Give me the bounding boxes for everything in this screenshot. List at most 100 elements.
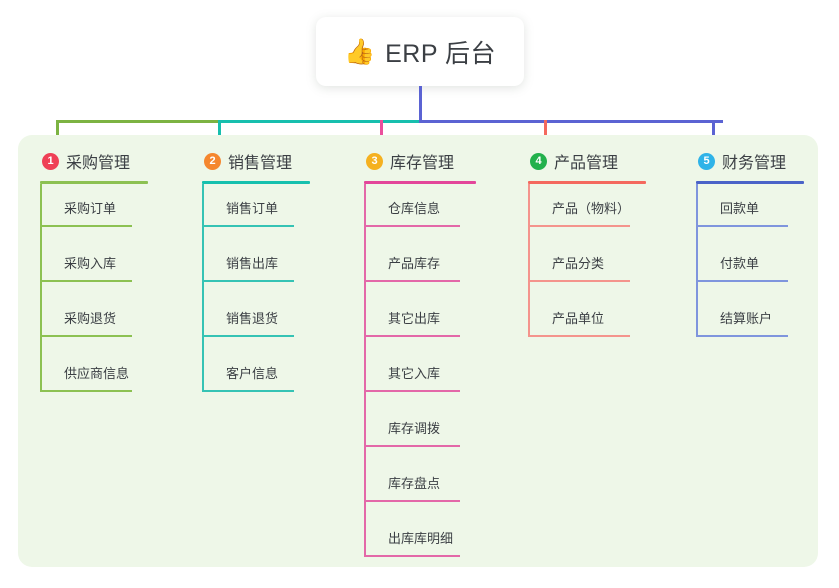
- leaf-node[interactable]: 回款单: [696, 184, 831, 239]
- leaf-node-label: 销售订单: [226, 201, 279, 216]
- branch-header-4[interactable]: 4 产品管理: [528, 144, 693, 178]
- leaf-node[interactable]: 采购退货: [40, 294, 190, 349]
- leaf-node[interactable]: 其它出库: [364, 294, 514, 349]
- connector-drop-4: [544, 120, 547, 146]
- connector-drop-2: [218, 120, 221, 146]
- connector-drop-1: [56, 120, 59, 146]
- leaf-node-label: 采购入库: [64, 256, 117, 271]
- leaf-node[interactable]: 销售出库: [202, 239, 352, 294]
- leaf-node-label: 库存调拨: [388, 421, 441, 436]
- leaf-node-label: 出库库明细: [388, 531, 454, 546]
- leaf-node-underline: [40, 390, 132, 392]
- branch-column-4: 4 产品管理产品（物料） 产品分类产品单位: [528, 144, 693, 349]
- leaf-node-underline: [696, 335, 788, 337]
- leaf-node-underline: [696, 225, 788, 227]
- connector-drop-5: [712, 120, 715, 146]
- leaf-node[interactable]: 销售订单: [202, 184, 352, 239]
- leaf-node-underline: [364, 445, 460, 447]
- branch-items-2: 销售订单销售出库销售退货客户信息: [202, 184, 352, 404]
- leaf-node-label: 仓库信息: [388, 201, 441, 216]
- branch-column-5: 5 财务管理回款单付款单结算账户: [696, 144, 831, 349]
- connector-bar-left: [56, 120, 218, 123]
- branch-items-3: 仓库信息产品库存其它出库其它入库库存调拨库存盘点出库库明细: [364, 184, 514, 569]
- branch-header-2[interactable]: 2 销售管理: [202, 144, 352, 178]
- leaf-node-underline: [696, 280, 788, 282]
- connector-bar-right: [419, 120, 723, 123]
- branch-column-3: 3 库存管理仓库信息产品库存其它出库其它入库库存调拨库存盘点出库库明细: [364, 144, 514, 569]
- root-stem-line: [419, 86, 422, 123]
- root-node-title: ERP 后台: [385, 39, 497, 68]
- branch-underline-1: [40, 181, 148, 184]
- branch-badge-5: 5: [698, 152, 715, 170]
- leaf-node-label: 产品库存: [388, 256, 441, 271]
- leaf-node-label: 供应商信息: [64, 366, 130, 381]
- branch-items-1: 采购订单采购入库采购退货供应商信息: [40, 184, 190, 404]
- leaf-node[interactable]: 库存调拨: [364, 404, 514, 459]
- leaf-node[interactable]: 产品库存: [364, 239, 514, 294]
- leaf-node[interactable]: 其它入库: [364, 349, 514, 404]
- branch-spine-4: [528, 184, 530, 337]
- branch-underline-3: [364, 181, 476, 184]
- branch-spine-2: [202, 184, 204, 392]
- thumbs-up-icon: 👍: [343, 37, 376, 66]
- branch-header-5[interactable]: 5 财务管理: [696, 144, 831, 178]
- leaf-node-label: 产品单位: [552, 311, 605, 326]
- leaf-node-underline: [528, 225, 630, 227]
- leaf-node-label: 库存盘点: [388, 476, 441, 491]
- branch-title-4: 产品管理: [554, 155, 619, 172]
- leaf-node[interactable]: 供应商信息: [40, 349, 190, 404]
- branch-spine-5: [696, 184, 698, 337]
- leaf-node[interactable]: 采购订单: [40, 184, 190, 239]
- leaf-node-underline: [364, 225, 460, 227]
- branch-spine-1: [40, 184, 42, 392]
- connector-drop-3: [380, 120, 383, 146]
- root-node-card[interactable]: 👍 ERP 后台: [316, 17, 524, 86]
- leaf-node[interactable]: 采购入库: [40, 239, 190, 294]
- branch-badge-2: 2: [204, 152, 221, 170]
- leaf-node-underline: [202, 225, 294, 227]
- leaf-node-underline: [202, 390, 294, 392]
- branch-title-3: 库存管理: [390, 155, 455, 172]
- leaf-node[interactable]: 产品单位: [528, 294, 693, 349]
- leaf-node[interactable]: 出库库明细: [364, 514, 514, 569]
- leaf-node-underline: [202, 280, 294, 282]
- leaf-node[interactable]: 产品（物料）: [528, 184, 693, 239]
- leaf-node-label: 其它出库: [388, 311, 441, 326]
- branch-title-1: 采购管理: [66, 155, 131, 172]
- branch-title-2: 销售管理: [228, 155, 293, 172]
- branch-header-3[interactable]: 3 库存管理: [364, 144, 514, 178]
- leaf-node-underline: [364, 390, 460, 392]
- leaf-node-label: 产品分类: [552, 256, 605, 271]
- leaf-node-underline: [364, 335, 460, 337]
- leaf-node-label: 销售出库: [226, 256, 279, 271]
- leaf-node-underline: [364, 555, 460, 557]
- leaf-node[interactable]: 库存盘点: [364, 459, 514, 514]
- leaf-node[interactable]: 结算账户: [696, 294, 831, 349]
- leaf-node-underline: [40, 335, 132, 337]
- branch-items-4: 产品（物料） 产品分类产品单位: [528, 184, 693, 349]
- leaf-node[interactable]: 销售退货: [202, 294, 352, 349]
- branch-underline-2: [202, 181, 310, 184]
- leaf-node-underline: [364, 280, 460, 282]
- leaf-node-label: 采购退货: [64, 311, 117, 326]
- leaf-node-label: 其它入库: [388, 366, 441, 381]
- leaf-node-label: 付款单: [720, 256, 760, 271]
- leaf-node[interactable]: 产品分类: [528, 239, 693, 294]
- leaf-node-label: 产品（物料）: [552, 201, 631, 216]
- leaf-node-label: 客户信息: [226, 366, 279, 381]
- leaf-node-label: 结算账户: [720, 311, 773, 326]
- branch-badge-4: 4: [530, 152, 547, 170]
- leaf-node[interactable]: 付款单: [696, 239, 831, 294]
- connector-bar-mid: [218, 120, 422, 123]
- branch-column-2: 2 销售管理销售订单销售出库销售退货客户信息: [202, 144, 352, 404]
- leaf-node-label: 回款单: [720, 201, 760, 216]
- branch-items-5: 回款单付款单结算账户: [696, 184, 831, 349]
- branch-badge-3: 3: [366, 152, 383, 170]
- branch-title-5: 财务管理: [722, 155, 787, 172]
- leaf-node[interactable]: 仓库信息: [364, 184, 514, 239]
- branch-underline-5: [696, 181, 804, 184]
- leaf-node[interactable]: 客户信息: [202, 349, 352, 404]
